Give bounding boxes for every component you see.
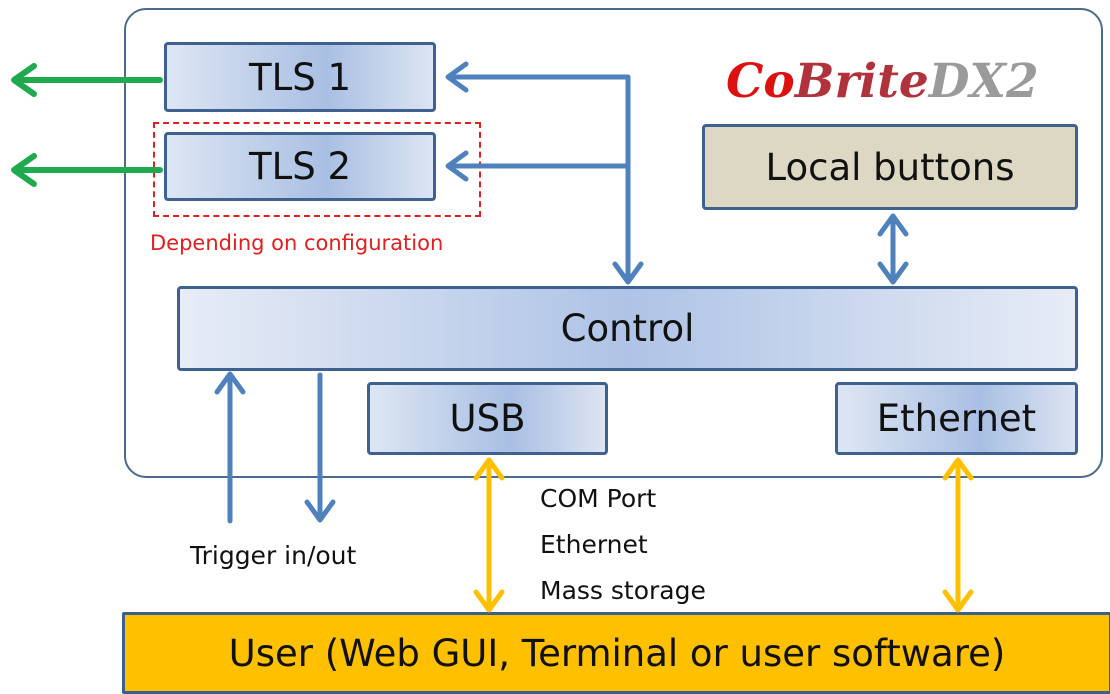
usb-mode-ethernet: Ethernet — [540, 530, 648, 559]
tls1-arrowhead — [445, 61, 469, 93]
control-block: Control — [177, 286, 1078, 371]
tls1-control-arrow — [449, 74, 631, 281]
usb-mode-com-port: COM Port — [540, 484, 657, 513]
local-buttons-block: Local buttons — [702, 124, 1078, 210]
user-block: User (Web GUI, Terminal or user software… — [122, 612, 1110, 694]
usb-mode-mass-storage: Mass storage — [540, 576, 706, 605]
cobrite-dx2-logo: CoBriteDX2 — [726, 54, 1039, 109]
trigger-label: Trigger in/out — [190, 541, 357, 570]
usb-block: USB — [367, 382, 608, 455]
device-enclosure — [124, 8, 1103, 478]
ethernet-block: Ethernet — [835, 382, 1078, 455]
tls2-arrowhead — [445, 150, 469, 182]
control-arrowhead — [612, 261, 644, 285]
tls1-block: TLS 1 — [164, 42, 436, 112]
configuration-note: Depending on configuration — [150, 231, 444, 255]
tls2-block: TLS 2 — [164, 132, 436, 201]
